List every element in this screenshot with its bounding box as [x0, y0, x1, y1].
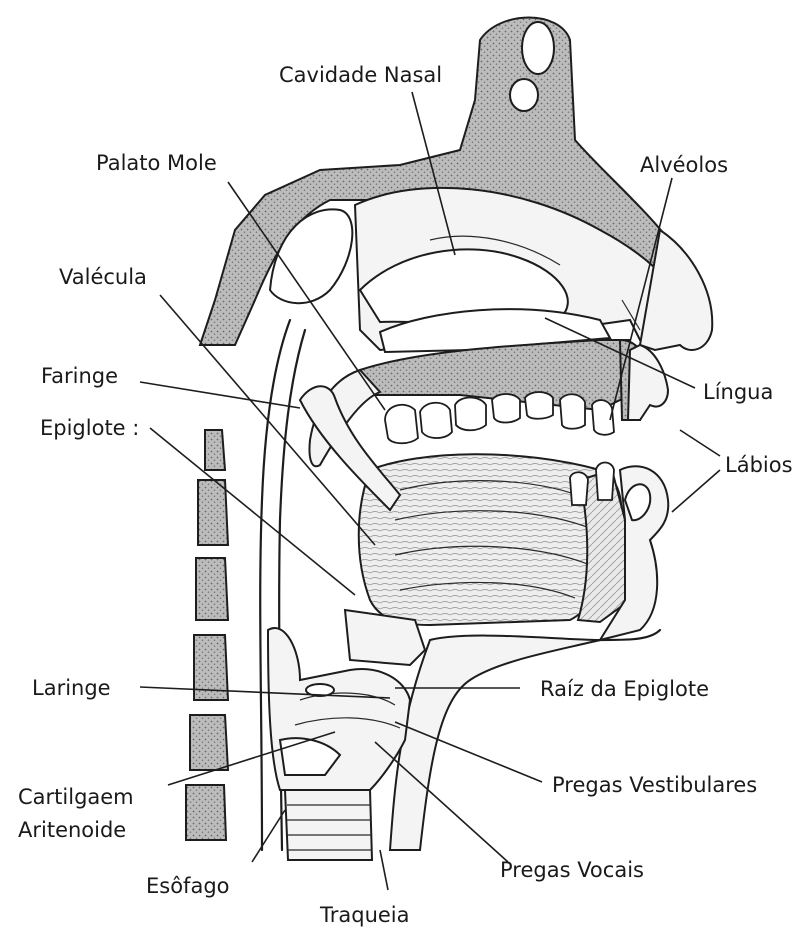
label-raiz-epiglote: Raíz da Epiglote: [540, 679, 709, 700]
label-esofago: Esôfago: [146, 876, 230, 897]
upper-teeth: [385, 392, 614, 443]
label-palato-mole: Palato Mole: [96, 153, 217, 174]
label-epiglote: Epiglote :: [40, 418, 139, 439]
label-valecula: Valécula: [59, 267, 147, 288]
label-cartilagem-line1: Cartilgaem: [18, 787, 134, 808]
label-labios: Lábios: [725, 455, 793, 476]
label-pregas-vocais: Pregas Vocais: [500, 860, 644, 881]
neck: [390, 630, 660, 850]
leader-labios-upper: [680, 430, 720, 456]
label-cartilagem-line2: Aritenoide: [18, 820, 126, 841]
label-lingua: Língua: [703, 382, 773, 403]
label-pregas-vestibulares: Pregas Vestibulares: [552, 775, 757, 796]
label-traqueia: Traqueia: [320, 905, 410, 926]
leader-faringe: [140, 382, 300, 408]
upper-lip: [628, 345, 668, 420]
leader-esofago: [252, 810, 285, 862]
leader-labios-lower: [672, 470, 720, 512]
label-alveolos: Alvéolos: [640, 155, 728, 176]
label-laringe: Laringe: [32, 678, 111, 699]
label-faringe: Faringe: [41, 366, 118, 387]
cervical-vertebrae: [186, 430, 228, 840]
leader-traqueia: [380, 850, 388, 890]
trachea: [285, 790, 372, 860]
label-cavidade-nasal: Cavidade Nasal: [279, 65, 442, 86]
